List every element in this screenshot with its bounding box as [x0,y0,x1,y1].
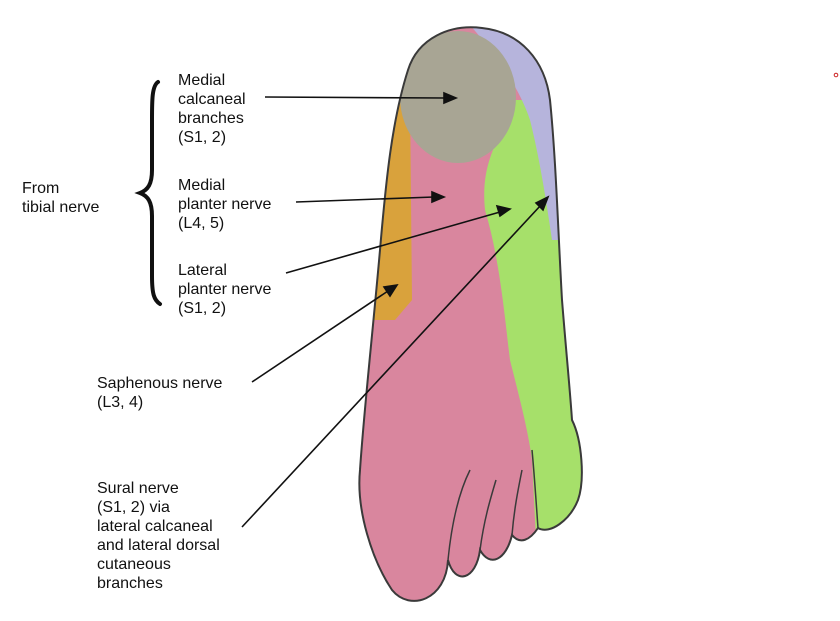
toe-lines [447,449,539,561]
arrow-sural [241,204,542,528]
arrowhead-sural [534,195,550,212]
arrow-saphenous [251,290,389,383]
arrow-medial-calcaneal [264,96,447,99]
label-medial-calcaneal-branches: Medial calcaneal branches (S1, 2) [178,72,246,146]
label-medial-plantar-nerve: Medial planter nerve (L4, 5) [178,177,272,232]
arrowhead-saphenous [382,283,399,298]
label-sural-nerve: Sural nerve (S1, 2) via lateral calcanea… [97,480,220,592]
arrow-lateral-plantar [285,211,501,274]
arrowhead-medial-calcaneal [443,91,459,105]
label-lateral-plantar-nerve: Lateral planter nerve (S1, 2) [178,262,272,317]
medial-calcaneal-region [400,31,516,163]
saphenous-region [359,100,412,320]
foot-outline [358,26,583,602]
marker-dot [833,72,839,78]
arrowhead-lateral-plantar [495,204,512,218]
tibial-brace [134,80,162,306]
arrowhead-medial-plantar [431,190,447,204]
label-from-tibial-nerve: From tibial nerve [22,180,100,216]
label-saphenous-nerve: Saphenous nerve (L3, 4) [97,375,223,411]
arrow-medial-plantar [295,196,435,203]
pointer-arrows [241,91,550,528]
